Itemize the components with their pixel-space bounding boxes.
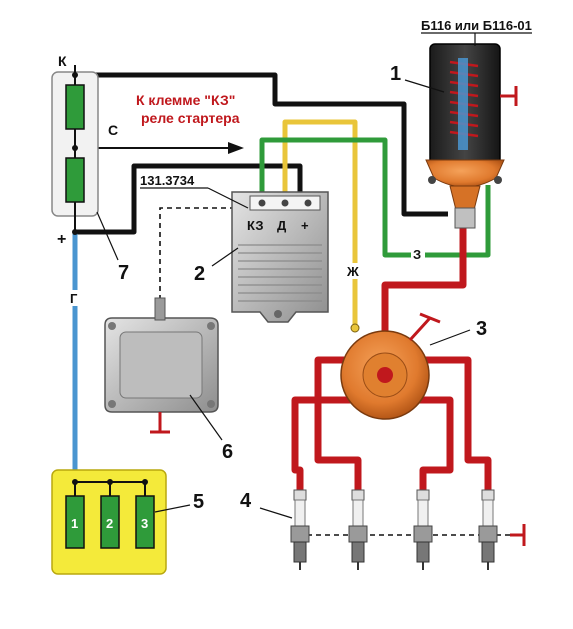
leader-5 [154,504,191,513]
yellow-wire [282,119,358,325]
commutator [231,191,329,323]
spark-plug-2 [348,489,368,570]
coil-model-label: Б116 или Б116-01 [421,18,532,33]
distributor [340,312,441,420]
switch-contact-lower [65,157,85,203]
spark-plug-1 [290,489,310,570]
distributor-number: 3 [476,318,487,340]
starter-note-line2: реле стартера [141,110,240,126]
commutator-model-label: 131.3734 [140,173,195,188]
ignition-coil [425,43,518,229]
sensor-number: 6 [222,441,233,463]
black-wires [75,72,448,235]
commutator-terminal-plus: + [301,218,309,233]
green-wire-letter: З [413,247,421,262]
fuse-1 [65,495,85,549]
leader-2 [211,247,239,267]
fuse-block [51,469,167,575]
starter-note-line1: К клемме "КЗ" [136,92,235,108]
blue-wire-letter: Г [70,291,78,306]
commutator-terminal-d: Д [277,218,287,233]
hall-sensor [104,297,219,434]
sensor-signal-wire [159,207,245,300]
fuse-2-label: 2 [106,516,113,531]
fuse-2 [100,495,120,549]
leader-1 [404,79,445,93]
switch-contact-upper [65,84,85,130]
coil-number: 1 [390,63,401,85]
commutator-terminal-kz: КЗ [247,218,264,233]
starter-arrow [75,142,244,154]
spark-plugs-number: 4 [240,490,252,512]
spark-plugs [290,489,526,570]
terminal-plus-label: + [57,231,66,248]
terminal-c-label: С [108,122,118,138]
fuse-1-label: 1 [71,516,78,531]
spark-plug-3 [413,489,433,570]
yellow-wire-letter: Ж [346,264,359,279]
terminal-k-label: К [58,53,67,69]
leader-7 [96,211,119,261]
leader-4 [259,507,293,519]
green-wire [259,137,491,258]
commutator-number: 2 [194,263,205,285]
spark-plug-4 [478,489,498,570]
fuse-3-label: 3 [141,516,148,531]
leader-6 [189,394,223,441]
ignition-switch [51,65,99,235]
fuse-3 [135,495,155,549]
fuse-block-number: 5 [193,491,204,513]
ignition-switch-number: 7 [118,262,129,284]
high-voltage-wires [291,221,492,494]
leader-3 [429,329,471,346]
